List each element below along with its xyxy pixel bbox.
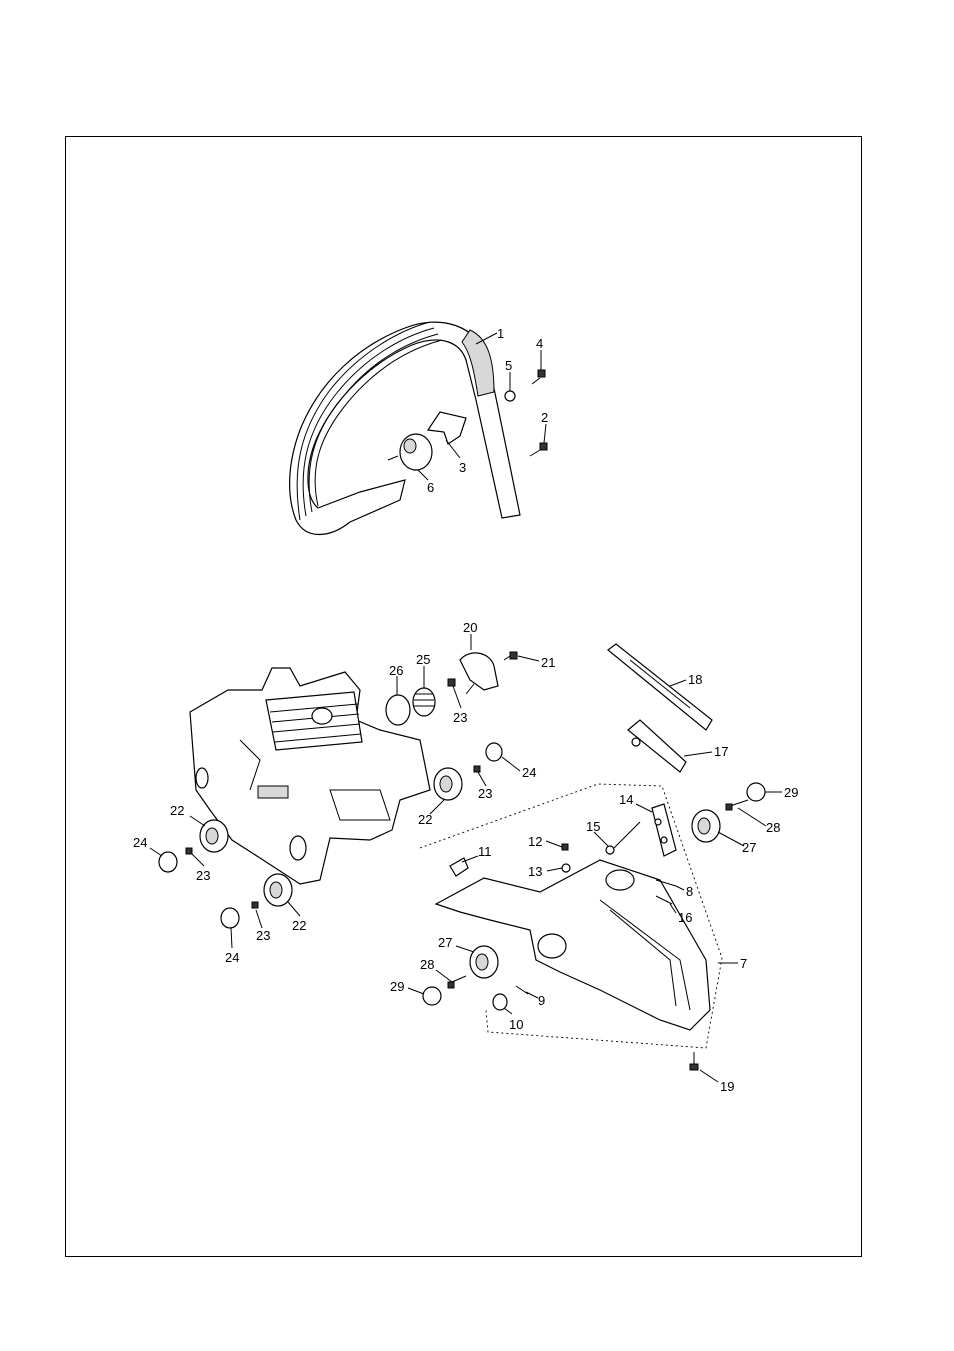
rear-handle-7: [434, 859, 711, 1031]
label-5: 5: [505, 358, 512, 373]
rubber-mount-6: [387, 433, 433, 471]
lever-14: [651, 803, 677, 857]
label-15: 15: [586, 819, 600, 834]
screw-23-center: [473, 765, 481, 773]
screw-19: [689, 1052, 699, 1071]
label-24-left: 24: [133, 835, 147, 850]
label-27-right: 27: [742, 840, 756, 855]
label-23-lower: 23: [256, 928, 270, 943]
label-22-lower: 22: [292, 918, 306, 933]
label-23-top: 23: [453, 710, 467, 725]
mount-27-lower: [469, 945, 499, 979]
label-19: 19: [720, 1079, 734, 1094]
nut-5: [504, 390, 516, 402]
cap-24-left: [158, 851, 178, 873]
trigger-11: [449, 857, 469, 877]
cover-18: [607, 643, 713, 731]
label-22-center: 22: [418, 812, 432, 827]
label-23-center: 23: [478, 786, 492, 801]
screw-23a: [447, 678, 456, 687]
mount-27-right: [691, 809, 721, 843]
label-28-right: 28: [766, 820, 780, 835]
label-26: 26: [389, 663, 403, 678]
label-2: 2: [541, 410, 548, 425]
cap-24-lower: [220, 907, 240, 929]
label-3: 3: [459, 460, 466, 475]
mount-22-left: [199, 819, 229, 853]
engine-crankcase: [189, 667, 431, 885]
cap-24-center: [485, 742, 503, 762]
spring-25: [412, 687, 436, 717]
label-29-right: 29: [784, 785, 798, 800]
cap-29-lower: [422, 986, 442, 1006]
label-25: 25: [416, 652, 430, 667]
label-23-left: 23: [196, 868, 210, 883]
label-28-lower: 28: [420, 957, 434, 972]
label-11: 11: [478, 844, 492, 859]
label-21: 21: [541, 655, 555, 670]
screw-4: [531, 369, 546, 385]
label-29-lower: 29: [390, 979, 404, 994]
screw-23-lower: [251, 901, 259, 909]
mount-22-lower: [263, 873, 293, 907]
label-16: 16: [678, 910, 692, 925]
label-9: 9: [538, 993, 545, 1008]
part-labels: 1 4 5 2 3 6 20 26 25 21 23 18 17 24 23 2…: [133, 326, 798, 1094]
cap-29-right: [746, 782, 766, 802]
pin-16: [655, 895, 673, 905]
mount-22-center: [433, 767, 463, 801]
label-22-left: 22: [170, 803, 184, 818]
bracket-20: [459, 652, 499, 695]
label-14: 14: [619, 792, 633, 807]
label-12: 12: [528, 834, 542, 849]
label-13: 13: [528, 864, 542, 879]
label-27-lower: 27: [438, 935, 452, 950]
label-24-lower: 24: [225, 950, 239, 965]
spring-15: [605, 821, 641, 855]
spring-9: [515, 985, 529, 995]
bolt-28-right: [725, 799, 749, 811]
assembly-outline: [419, 783, 723, 1049]
label-7: 7: [740, 956, 747, 971]
label-20: 20: [463, 620, 477, 635]
cap-26: [385, 694, 411, 726]
screw-2: [529, 442, 548, 457]
screw-23-left: [185, 847, 193, 855]
label-1: 1: [497, 326, 504, 341]
bolt-28-lower: [447, 975, 467, 989]
label-4: 4: [536, 336, 543, 351]
pin-8: [655, 879, 677, 887]
washer-13: [561, 863, 571, 873]
screw-12: [561, 843, 569, 851]
label-10: 10: [509, 1017, 523, 1032]
label-18: 18: [688, 672, 702, 687]
guard-17: [627, 719, 687, 773]
label-17: 17: [714, 744, 728, 759]
front-handle-bar: [289, 321, 521, 535]
leader-lines: [149, 332, 782, 1083]
handle-bracket: [426, 411, 467, 445]
label-24-center: 24: [522, 765, 536, 780]
label-8: 8: [686, 884, 693, 899]
bushing-10: [492, 993, 508, 1011]
diagram-frame: [65, 136, 862, 1257]
label-6: 6: [427, 480, 434, 495]
screw-21: [503, 651, 518, 661]
